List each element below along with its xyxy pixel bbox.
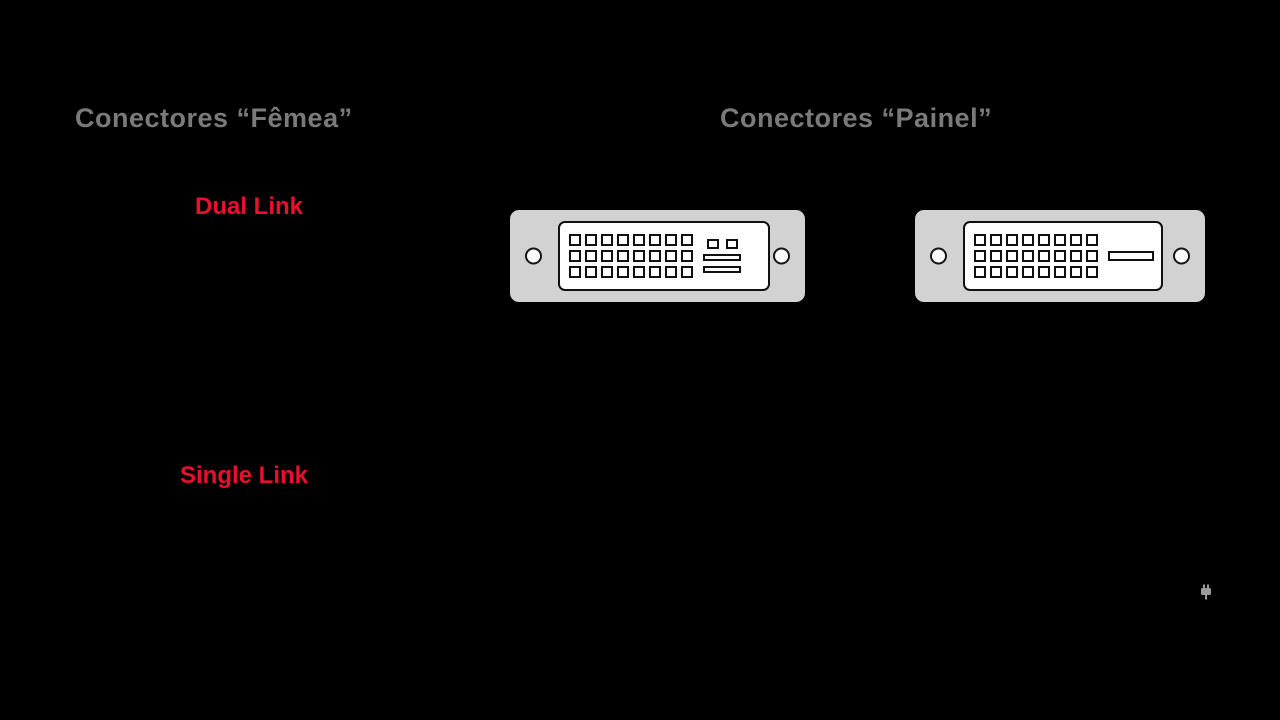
analog-section <box>1108 251 1154 261</box>
pin-hole <box>1054 250 1066 262</box>
pin-hole <box>569 250 581 262</box>
blade-slot <box>703 266 741 273</box>
contact-pin <box>706 239 719 249</box>
pin-hole <box>1086 266 1098 278</box>
pin-hole <box>601 266 613 278</box>
connector-face <box>558 221 770 291</box>
pin-hole <box>601 250 613 262</box>
pin-hole <box>1022 234 1034 246</box>
pin-hole <box>633 250 645 262</box>
pin-hole <box>1054 266 1066 278</box>
pin-hole <box>1070 250 1082 262</box>
pin-hole <box>633 234 645 246</box>
connector-face <box>963 221 1163 291</box>
pin-hole <box>665 234 677 246</box>
pin-hole <box>1006 234 1018 246</box>
pin-hole <box>990 266 1002 278</box>
pin-hole <box>1070 234 1082 246</box>
label-single-link: Single Link <box>180 462 309 489</box>
pin-hole <box>585 266 597 278</box>
pin-hole <box>1086 250 1098 262</box>
pin-hole <box>990 234 1002 246</box>
pin-hole <box>1070 266 1082 278</box>
heading-female-connectors: Conectores “Fêmea” <box>75 103 353 133</box>
pin-hole <box>665 266 677 278</box>
heading-panel-connectors: Conectores “Painel” <box>720 103 993 133</box>
pin-hole <box>1022 266 1034 278</box>
pin-hole <box>1006 250 1018 262</box>
blade-slot <box>1108 251 1154 261</box>
plug-icon <box>1201 584 1211 600</box>
pin-hole <box>990 250 1002 262</box>
pin-hole <box>1038 250 1050 262</box>
pin-hole <box>665 250 677 262</box>
label-dual-link: Dual Link <box>195 193 304 220</box>
pin-hole <box>569 266 581 278</box>
pin-hole <box>681 234 693 246</box>
screw-hole-icon <box>1173 247 1190 265</box>
pin-hole <box>601 234 613 246</box>
pin-hole <box>617 250 629 262</box>
analog-section <box>703 239 741 273</box>
pin-hole <box>974 234 986 246</box>
pin-hole <box>617 234 629 246</box>
screw-hole-icon <box>930 247 947 265</box>
pin-hole <box>633 266 645 278</box>
pin-hole <box>585 234 597 246</box>
pin-hole <box>681 266 693 278</box>
pin-hole <box>974 250 986 262</box>
pin-hole <box>649 266 661 278</box>
pin-hole <box>1054 234 1066 246</box>
contact-pin <box>725 239 738 249</box>
pin-hole <box>585 250 597 262</box>
pin-hole <box>1022 250 1034 262</box>
screw-hole-icon <box>525 247 542 265</box>
pin-hole <box>1086 234 1098 246</box>
pin-grid <box>569 234 693 278</box>
dvi-connector-female-dual-link <box>510 210 805 302</box>
pin-hole <box>569 234 581 246</box>
pin-hole <box>617 266 629 278</box>
dvi-connector-panel <box>915 210 1205 302</box>
pin-hole <box>1038 234 1050 246</box>
pin-hole <box>974 266 986 278</box>
screw-hole-icon <box>773 247 790 265</box>
pin-hole <box>1038 266 1050 278</box>
pin-grid <box>974 234 1098 278</box>
blade-slot <box>703 254 741 261</box>
pin-hole <box>681 250 693 262</box>
pin-hole <box>649 234 661 246</box>
pin-hole <box>649 250 661 262</box>
pin-hole <box>1006 266 1018 278</box>
